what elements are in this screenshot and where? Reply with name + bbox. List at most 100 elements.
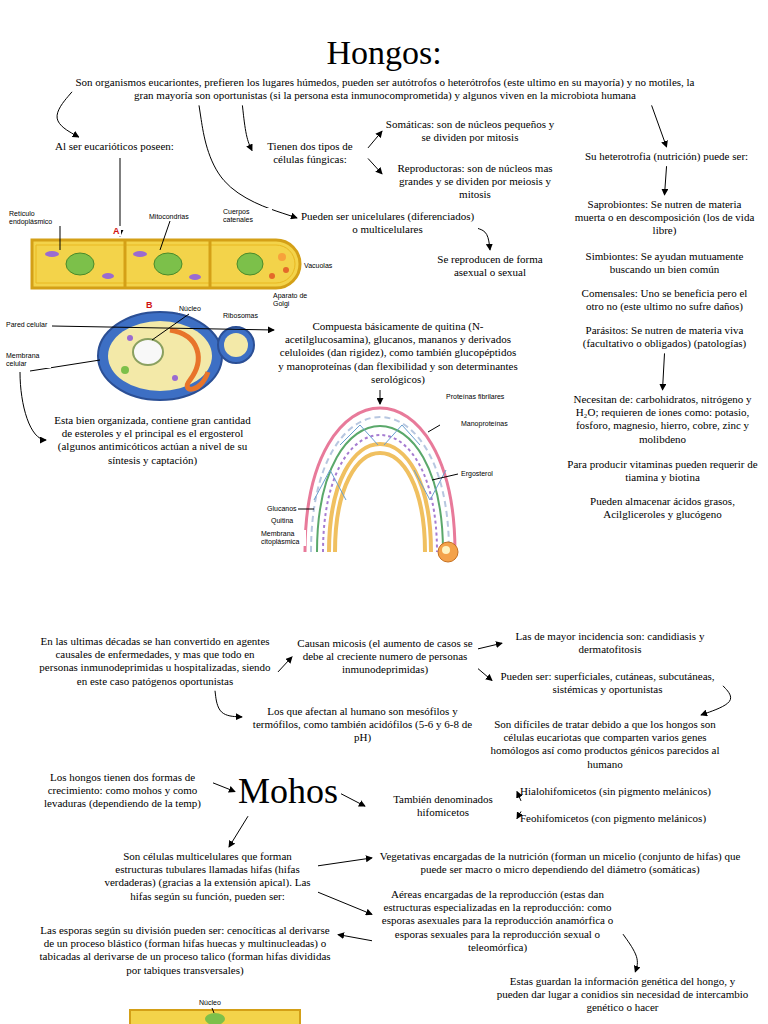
node-text: Vegetativas encargadas de la nutrición (… xyxy=(375,850,745,876)
arrow-connector xyxy=(623,934,637,972)
concept-block: Vegetativas encargadas de la nutrición (… xyxy=(375,850,745,876)
node-text: En las ultimas décadas se han convertido… xyxy=(35,635,275,688)
concept-block: Saprobiontes: Se nutren de materia muert… xyxy=(572,198,757,238)
arrow-connector xyxy=(341,794,365,806)
illustration-label: Ergosterol xyxy=(460,470,494,478)
node-text: Estas guardan la información genética de… xyxy=(495,975,750,1015)
concept-block: Reproductoras: son de núcleos mas grande… xyxy=(385,162,565,202)
arrow-connector xyxy=(701,686,731,715)
node-text: Simbiontes: Se ayudan mutuamente buscand… xyxy=(572,250,757,276)
concept-block: Las esporas según su división pueden ser… xyxy=(35,924,335,977)
node-text: También denominados hifomicetos xyxy=(368,793,518,819)
concept-block: Estas guardan la información genética de… xyxy=(495,975,750,1015)
concept-block: Pueden almacenar ácidos grasos, Acilglic… xyxy=(565,495,760,521)
illustration-label: Ribosomas xyxy=(222,312,259,320)
arrow-connector xyxy=(665,166,667,195)
node-text: Pueden ser: superficiales, cutáneas, sub… xyxy=(495,670,720,696)
node-text: Los que afectan al humano son mesófilos … xyxy=(245,705,480,745)
concept-block: Son organismos eucariontes, prefieren lo… xyxy=(75,76,695,102)
node-text: Pueden ser unicelulares (diferenciados) … xyxy=(300,210,475,236)
illustration-label: Membrana citoplásmica xyxy=(260,530,306,546)
arrow-connector xyxy=(663,353,665,390)
concept-block: Pueden ser unicelulares (diferenciados) … xyxy=(300,210,475,236)
node-text: Su heterotrofia (nutrición) puede ser: xyxy=(585,150,748,163)
page-title: Hongos: xyxy=(0,34,768,72)
concept-block: Compuesta básicamente de quitina (N-acet… xyxy=(278,320,518,386)
concept-block: Los hongos tienen dos formas de crecimie… xyxy=(35,771,210,811)
node-text: Hialohifomicetos (sin pigmento melánicos… xyxy=(520,785,711,798)
concept-block: Causan micosis (el aumento de casos se d… xyxy=(295,637,475,677)
concept-block: Aéreas encargadas de la reproducción (es… xyxy=(375,888,620,954)
node-text: Las de mayor incidencia son: candidiasis… xyxy=(505,630,715,656)
bottom-hypha xyxy=(130,1010,300,1024)
node-text: Las esporas según su división pueden ser… xyxy=(35,924,335,977)
illustration-label: Quitina xyxy=(270,517,294,525)
arrow-connector xyxy=(215,691,242,717)
concept-block: Parásitos: Se nutren de materia viva (fa… xyxy=(572,324,757,350)
arrow-connector xyxy=(242,105,252,150)
concept-block: Tienen dos tipos de células fúngicas: xyxy=(255,140,365,166)
illustration-label: Cuerpos catenales xyxy=(222,208,272,224)
arrow-connector xyxy=(278,657,292,672)
cell-wall-figure xyxy=(305,408,458,562)
arrow-connector xyxy=(478,643,502,649)
node-text: Los hongos tienen dos formas de crecimie… xyxy=(35,771,210,811)
arrow-connector xyxy=(229,816,248,847)
concept-block: Pueden ser: superficiales, cutáneas, sub… xyxy=(495,670,720,696)
arrow-connector xyxy=(652,105,667,147)
concept-block: Feohifomicetos (con pigmento melánicos) xyxy=(520,812,706,825)
illustration-label: B xyxy=(145,300,154,310)
illustration-label: Núcleo xyxy=(178,305,202,313)
illustration-label: Vacuolas xyxy=(303,262,333,270)
concept-block: Para producir vitaminas pueden requerir … xyxy=(565,458,760,484)
illustration-label: Retículo endoplásmico xyxy=(8,210,62,226)
arrow-connector xyxy=(338,935,372,941)
node-text: Compuesta básicamente de quitina (N-acet… xyxy=(278,320,518,386)
arrow-connector xyxy=(478,669,492,681)
illustration-label: A xyxy=(112,226,121,236)
concept-block: Somáticas: son de núcleos pequeños y se … xyxy=(385,118,555,144)
arrow-connector xyxy=(368,158,382,173)
arrow-connector xyxy=(318,892,372,914)
arrow-connector xyxy=(213,783,235,792)
concept-block: Simbiontes: Se ayudan mutuamente buscand… xyxy=(572,250,757,276)
concept-block: En las ultimas décadas se han convertido… xyxy=(35,635,275,688)
node-text: Son difíciles de tratar debido a que los… xyxy=(485,718,725,771)
node-text: Pueden almacenar ácidos grasos, Acilglic… xyxy=(565,495,760,521)
illustration-label: Glucanos xyxy=(266,505,298,513)
concept-block: Comensales: Uno se beneficia pero el otr… xyxy=(572,287,757,313)
concept-block: Son células multicelulares que forman es… xyxy=(100,850,315,903)
illustration-label: Membrana celular xyxy=(5,352,51,368)
concept-block: También denominados hifomicetos xyxy=(368,793,518,819)
leader-lines xyxy=(20,158,458,1013)
concept-block: Son difíciles de tratar debido a que los… xyxy=(485,718,725,771)
node-text: Al ser eucarióticos poseen: xyxy=(55,140,174,153)
concept-block: Los que afectan al humano son mesófilos … xyxy=(245,705,480,745)
node-text: Causan micosis (el aumento de casos se d… xyxy=(295,637,475,677)
concept-block: Necesitan de: carbohidratos, nitrógeno y… xyxy=(565,393,760,446)
concept-block: Esta bien organizada, contiene gran cant… xyxy=(50,414,255,467)
arrow-connector xyxy=(368,131,382,148)
concept-block: Al ser eucarióticos poseen: xyxy=(55,140,174,153)
concept-block: Las de mayor incidencia son: candidiasis… xyxy=(505,630,715,656)
node-text: Feohifomicetos (con pigmento melánicos) xyxy=(520,812,706,825)
arrow-connector xyxy=(57,92,79,137)
illustration-label: Núcleo xyxy=(198,999,222,1007)
node-text: Comensales: Uno se beneficia pero el otr… xyxy=(572,287,757,313)
illustration-label: Manoproteínas xyxy=(460,420,509,428)
node-text: Aéreas encargadas de la reproducción (es… xyxy=(375,888,620,954)
arrow-connector xyxy=(318,858,372,866)
illustration-label: Pared celular xyxy=(5,321,48,329)
node-text: Se reproducen de forma asexual o sexual xyxy=(420,253,560,279)
illustration-label: Aparato de Golgi xyxy=(272,292,326,308)
yeast-cell xyxy=(98,312,254,400)
node-text: Saprobiontes: Se nutren de materia muert… xyxy=(572,198,757,238)
node-text: Necesitan de: carbohidratos, nitrógeno y… xyxy=(565,393,760,446)
node-text: Reproductoras: son de núcleos mas grande… xyxy=(385,162,565,202)
illustration-label: Mitocondrias xyxy=(148,213,190,221)
node-text: Tienen dos tipos de células fúngicas: xyxy=(255,140,365,166)
arrow-connector xyxy=(478,228,490,250)
node-text: Mohos xyxy=(238,770,338,813)
illustration-label: Proteínas fibrilares xyxy=(445,393,505,401)
hypha-cell xyxy=(32,240,300,288)
